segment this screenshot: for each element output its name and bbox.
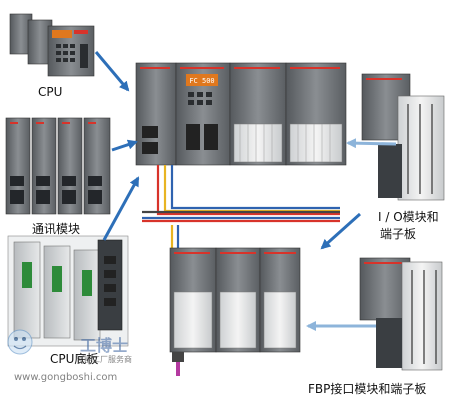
watermark-mascot-icon <box>7 329 33 355</box>
watermark-tagline: 智能工厂服务商 <box>76 355 132 364</box>
svg-text:FC 500: FC 500 <box>189 77 214 85</box>
arrows <box>94 51 397 331</box>
cpu-modules-image <box>9 13 95 77</box>
arrow-cpu-to-rack <box>94 51 130 92</box>
comm-modules-image <box>5 117 111 215</box>
io-modules-image <box>361 73 445 201</box>
label-cpu: CPU <box>38 85 63 99</box>
label-io-modules-line1: I / O模块和 <box>378 210 439 224</box>
label-comm-module: 通讯模块 <box>32 222 81 236</box>
arrow-base-to-rack <box>102 176 140 241</box>
label-cpu-base: CPU底板 <box>50 352 99 366</box>
fbp-rack-image <box>169 247 301 376</box>
label-fbp-interface: FBP接口模块和端子板 <box>308 382 427 396</box>
cpu-base-image <box>7 235 129 347</box>
bus-cables <box>142 165 340 248</box>
fbp-interface-image <box>359 257 443 371</box>
arrow-comm-to-rack <box>111 139 138 152</box>
main-rack-image: FC 500 <box>135 62 347 166</box>
label-io-modules-line2: 端子板 <box>380 227 417 241</box>
watermark-url: www.gongboshi.com <box>14 372 118 383</box>
arrow-io-to-rack <box>346 138 397 149</box>
arrow-io-to-fbp <box>320 212 362 250</box>
watermark-brand: 工博士 <box>80 336 129 355</box>
